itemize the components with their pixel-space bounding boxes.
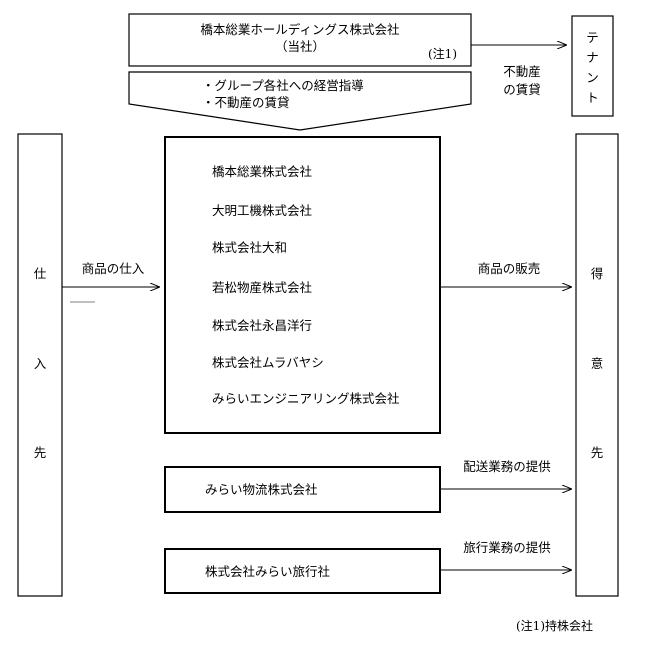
tenant-box: テ ナ ン ト (571, 15, 614, 117)
travel-company-box: 株式会社みらい旅行社 (164, 548, 441, 594)
rental-label-line1: 不動産 (503, 64, 541, 79)
supplier-char-1: 入 (34, 356, 47, 371)
company-name: 株式会社大和 (212, 240, 287, 255)
company-name: 大明工機株式会社 (212, 203, 312, 218)
tenant-char-2: ン (586, 70, 599, 85)
sales-label: 商品の販売 (478, 261, 541, 276)
logistics-service-label: 配送業務の提供 (463, 459, 551, 474)
purchase-label: 商品の仕入 (82, 261, 145, 276)
guidance-line2: ・不動産の賃貸 (202, 95, 290, 110)
holding-company-name: 橋本総業ホールディングス株式会社 (200, 22, 399, 37)
logistics-company-box: みらい物流株式会社 (164, 466, 441, 513)
footnote: (注1)持株会社 (516, 618, 593, 633)
customer-char-2: 先 (591, 445, 604, 460)
logistics-company-name: みらい物流株式会社 (205, 482, 318, 497)
rental-label-line2: の賃貸 (503, 82, 541, 97)
supplier-char-2: 先 (34, 445, 47, 460)
tenant-char-0: テ (586, 30, 599, 45)
tenant-char-3: ト (586, 90, 599, 105)
company-name: 若松物産株式会社 (212, 280, 312, 295)
tenant-char-1: ナ (586, 50, 599, 65)
guidance-line1: ・グループ各社への経営指導 (202, 78, 364, 93)
holding-self-label: （当社） (275, 39, 325, 54)
customer-box: 得 意 先 (575, 133, 619, 597)
company-name: 株式会社ムラバヤシ (212, 355, 324, 370)
supplier-box: 仕 入 先 (17, 133, 63, 597)
supplier-char-0: 仕 (34, 266, 47, 281)
customer-char-0: 得 (591, 266, 604, 281)
management-guidance-chevron: ・グループ各社への経営指導 ・不動産の賃貸 (128, 71, 472, 131)
holding-company-box: 橋本総業ホールディングス株式会社 （当社） (注1) (128, 13, 472, 67)
company-name: 橋本総業株式会社 (212, 164, 312, 179)
travel-company-name: 株式会社みらい旅行社 (205, 564, 330, 579)
holding-note-ref: (注1) (428, 46, 457, 61)
customer-char-1: 意 (591, 356, 604, 371)
group-companies-box: 橋本総業株式会社 大明工機株式会社 株式会社大和 若松物産株式会社 株式会社永昌… (164, 136, 441, 434)
company-name: みらいエンジニアリング株式会社 (212, 391, 400, 406)
company-name: 株式会社永昌洋行 (212, 318, 312, 333)
travel-service-label: 旅行業務の提供 (463, 540, 551, 555)
